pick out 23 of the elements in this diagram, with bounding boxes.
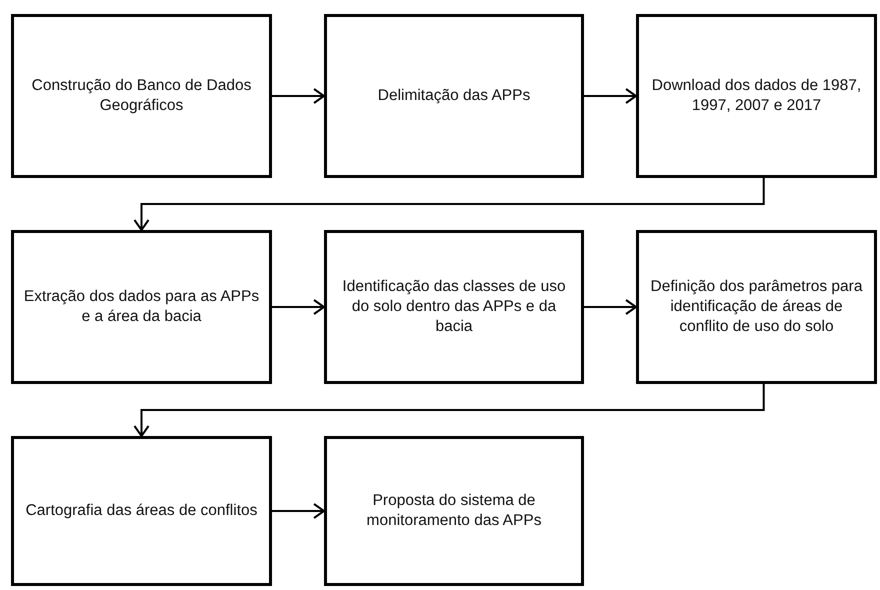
arrow — [134, 178, 765, 231]
box-label: Download dos dados de 1987, 1997, 2007 e 2017 — [650, 76, 862, 116]
arrow — [584, 299, 637, 315]
arrow — [134, 384, 765, 437]
process-box — [324, 14, 584, 178]
box-label: Proposta do sistema de monitoramento das APPs — [366, 490, 542, 531]
arrow — [272, 503, 325, 519]
process-box — [636, 14, 877, 178]
process-box — [324, 230, 584, 384]
process-box — [324, 436, 584, 586]
process-box — [636, 230, 877, 384]
process-box — [11, 230, 272, 384]
arrow — [584, 88, 637, 104]
process-box — [11, 14, 272, 178]
box-label: Extração dos dados para as APPs e a área da bacia — [22, 286, 260, 327]
arrow — [272, 88, 325, 104]
box-label: Delimitação das APPs — [378, 86, 530, 106]
arrow — [272, 299, 325, 315]
box-label: Definição dos parâmetros para identificação de áreas de conflito de uso do solo — [650, 276, 864, 338]
box-label: Construção do Banco de Dados Geográficos — [30, 76, 252, 116]
process-box — [11, 436, 272, 586]
box-label: Identificação das classes de uso do solo dentro das APPs e da bacia — [341, 276, 567, 338]
box-label: Cartografia das áreas de conflitos — [26, 500, 258, 521]
